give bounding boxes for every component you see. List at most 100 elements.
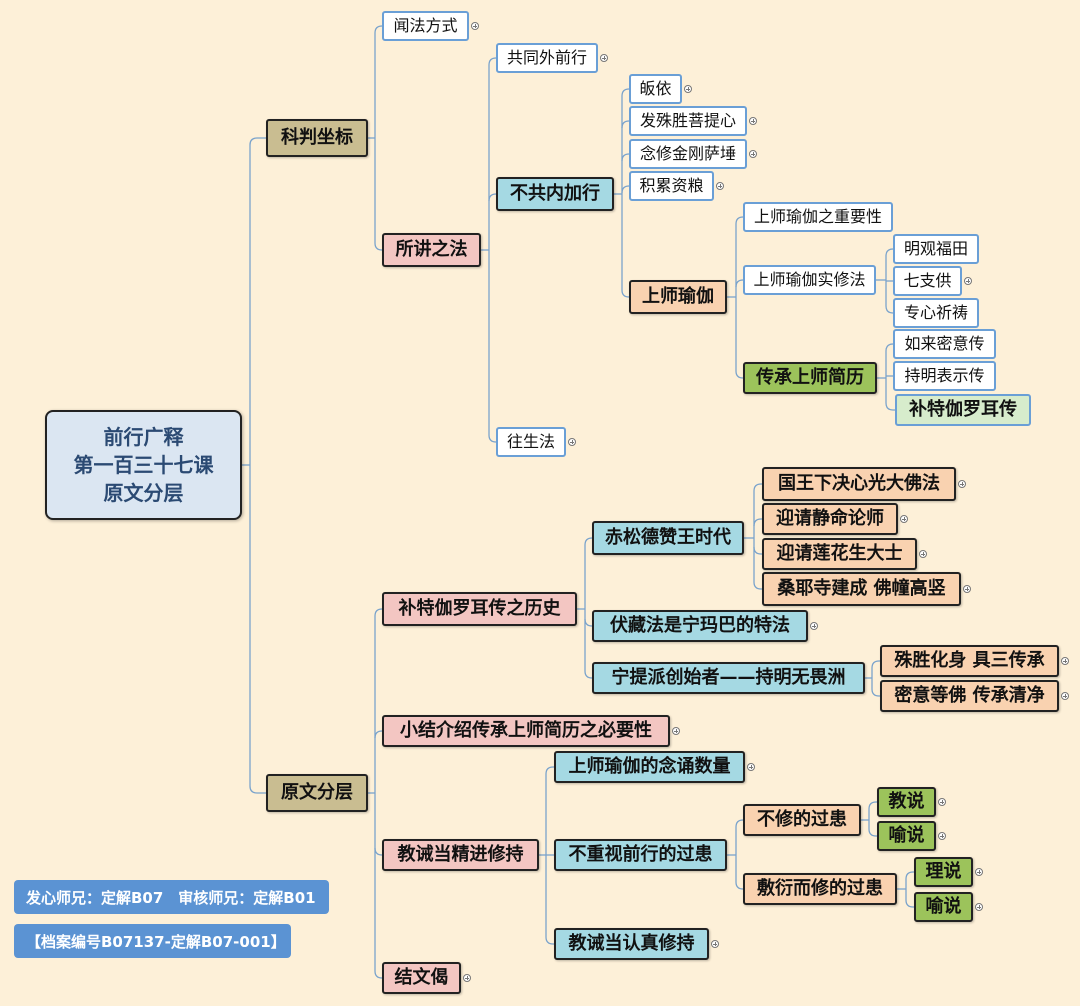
expand-plus-icon[interactable] <box>463 974 471 982</box>
node-nianxiu[interactable]: 念修金刚萨埵 <box>629 139 747 169</box>
bugong-branch-n-jilei <box>621 185 630 194</box>
expand-plus-icon[interactable] <box>900 515 908 523</box>
node-yuanwen[interactable]: 原文分层 <box>266 774 368 812</box>
expand-plus-icon[interactable] <box>716 182 724 190</box>
buzhong-branch-n-buxiu <box>735 819 744 828</box>
node-buxiu[interactable]: 不修的过患 <box>743 804 861 836</box>
expand-plus-icon[interactable] <box>938 832 946 840</box>
node-bute-leaf[interactable]: 补特伽罗耳传 <box>895 394 1031 426</box>
archive-banner: 【档案编号B07137-定解B07-001】 <box>14 924 291 958</box>
root-branch-n-yuanwen <box>249 785 266 794</box>
shixiu-branch-n-mingguan <box>885 248 894 257</box>
node-shixiu[interactable]: 上师瑜伽实修法 <box>743 265 876 295</box>
shangshi-branch-n-zhongyao <box>735 216 744 225</box>
root-branch-n-kepan <box>249 137 266 146</box>
chisong-branch-n-sangye <box>753 581 762 590</box>
node-yushuo-2[interactable]: 喻说 <box>914 892 973 922</box>
expand-plus-icon[interactable] <box>975 903 983 911</box>
node-shangshi[interactable]: 上师瑜伽 <box>629 280 727 314</box>
node-shusheng[interactable]: 殊胜化身 具三传承 <box>880 645 1059 677</box>
yuanwen-branch-n-xiaojie <box>374 730 383 739</box>
node-wenfa[interactable]: 闻法方式 <box>382 11 469 41</box>
buxiu-branch-n-yushuo1 <box>868 828 877 837</box>
expand-plus-icon[interactable] <box>810 622 818 630</box>
node-xiaojie[interactable]: 小结介绍传承上师简历之必要性 <box>382 715 670 747</box>
node-guowang[interactable]: 国王下决心光大佛法 <box>762 467 956 501</box>
node-fashu[interactable]: 发殊胜菩提心 <box>629 106 747 136</box>
root-line-3: 原文分层 <box>103 481 184 505</box>
fuyan-branch-n-lishuo <box>905 871 914 880</box>
expand-plus-icon[interactable] <box>963 585 971 593</box>
node-miyi[interactable]: 密意等佛 传承清净 <box>880 680 1059 712</box>
jiaojie-branch-n-niansong <box>545 766 554 775</box>
node-chiming[interactable]: 持明表示传 <box>893 361 996 391</box>
buxiu-branch-n-jiaoshuo <box>868 801 877 810</box>
expand-plus-icon[interactable] <box>1061 657 1069 665</box>
expand-plus-icon[interactable] <box>471 22 479 30</box>
credits-text: 发心师兄：定解B07 审核师兄：定解B01 <box>26 888 316 907</box>
shangshi-branch-n-chuancheng <box>735 370 744 379</box>
chisong-branch-n-yingjing <box>753 518 762 527</box>
expand-plus-icon[interactable] <box>975 868 983 876</box>
node-mingguan[interactable]: 明观福田 <box>893 234 979 264</box>
node-yingjing[interactable]: 迎请静命论师 <box>762 503 898 535</box>
expand-plus-icon[interactable] <box>964 277 972 285</box>
node-kepan[interactable]: 科判坐标 <box>266 119 368 157</box>
bugong-branch-n-shangshi <box>621 289 630 298</box>
expand-plus-icon[interactable] <box>568 438 576 446</box>
node-fuzang[interactable]: 伏藏法是宁玛巴的特法 <box>592 610 808 642</box>
root-node[interactable]: 前行广释 第一百三十七课 原文分层 <box>45 410 242 520</box>
node-rulai[interactable]: 如来密意传 <box>893 329 996 359</box>
node-jiaojie[interactable]: 教诫当精进修持 <box>382 839 539 871</box>
node-jilei[interactable]: 积累资粮 <box>629 171 714 201</box>
expand-plus-icon[interactable] <box>672 727 680 735</box>
suojiang-branch-n-gongtong <box>488 57 497 66</box>
root-line-1: 前行广释 <box>103 425 184 449</box>
node-sangye[interactable]: 桑耶寺建成 佛幢高竖 <box>762 572 961 606</box>
butehist-branch-n-chisong <box>584 537 593 546</box>
node-chuancheng[interactable]: 传承上师简历 <box>743 362 877 394</box>
node-niansong[interactable]: 上师瑜伽的念诵数量 <box>554 751 745 783</box>
node-bute-hist[interactable]: 补特伽罗耳传之历史 <box>382 592 577 626</box>
node-zhuanxin[interactable]: 专心祈祷 <box>893 298 979 328</box>
expand-plus-icon[interactable] <box>749 117 757 125</box>
expand-plus-icon[interactable] <box>711 940 719 948</box>
shangshi-branch-n-shixiu <box>735 279 744 288</box>
bugong-branch-n-nianxiu <box>621 153 630 162</box>
node-jiewen[interactable]: 结文偈 <box>382 962 461 994</box>
yuanwen-branch-n-jiewen <box>374 970 383 979</box>
ningti-branch-n-shusheng <box>871 660 880 669</box>
node-wangsheng[interactable]: 往生法 <box>496 427 566 457</box>
expand-plus-icon[interactable] <box>919 550 927 558</box>
suojiang-branch-n-wangsheng <box>488 434 497 443</box>
expand-plus-icon[interactable] <box>600 54 608 62</box>
node-suojiang[interactable]: 所讲之法 <box>382 233 481 267</box>
chisong-branch-n-guowang <box>753 483 762 492</box>
yuanwen-branch-n-bute_hist <box>374 608 383 617</box>
butehist-branch-n-fuzang <box>584 618 593 627</box>
expand-plus-icon[interactable] <box>1061 692 1069 700</box>
yuanwen-branch-n-jiaojie <box>374 847 383 856</box>
node-gongtong[interactable]: 共同外前行 <box>496 43 598 73</box>
node-lishuo[interactable]: 理说 <box>914 857 973 887</box>
node-bugong[interactable]: 不共内加行 <box>496 177 614 211</box>
node-zhongyao[interactable]: 上师瑜伽之重要性 <box>743 202 893 232</box>
node-qizhi[interactable]: 七支供 <box>893 266 962 296</box>
node-yinglian[interactable]: 迎请莲花生大士 <box>762 538 917 570</box>
expand-plus-icon[interactable] <box>684 85 692 93</box>
expand-plus-icon[interactable] <box>747 763 755 771</box>
fuyan-branch-n-yushuo2 <box>905 899 914 908</box>
node-jiaoshuo[interactable]: 教说 <box>877 787 936 817</box>
node-buzhong[interactable]: 不重视前行的过患 <box>554 839 727 871</box>
expand-plus-icon[interactable] <box>958 480 966 488</box>
expand-plus-icon[interactable] <box>749 150 757 158</box>
node-guiyi[interactable]: 皈依 <box>629 74 682 104</box>
expand-plus-icon[interactable] <box>938 798 946 806</box>
node-jiaojie-ren[interactable]: 教诫当认真修持 <box>554 928 709 960</box>
node-chisong[interactable]: 赤松德赞王时代 <box>592 521 744 555</box>
node-fuyan[interactable]: 敷衍而修的过患 <box>743 873 897 905</box>
node-ningti[interactable]: 宁提派创始者——持明无畏洲 <box>592 662 865 694</box>
node-yushuo-1[interactable]: 喻说 <box>877 821 936 851</box>
suojiang-branch-n-bugong <box>488 193 497 202</box>
